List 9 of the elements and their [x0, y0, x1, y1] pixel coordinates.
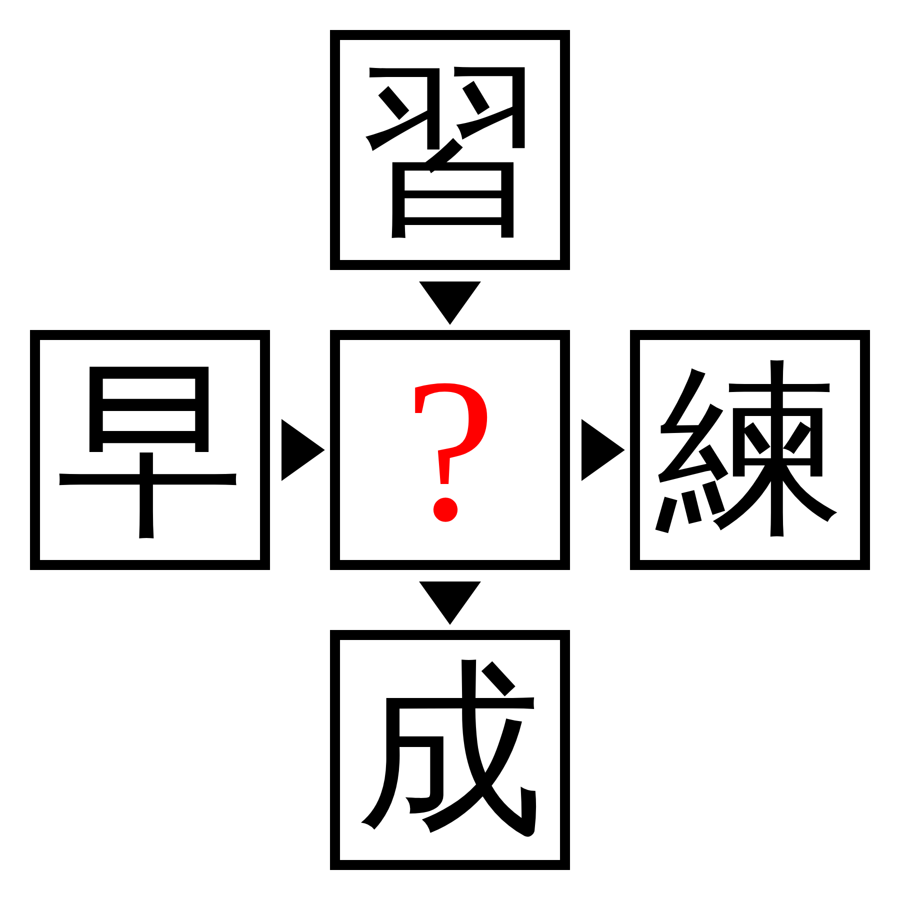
arrow	[282, 419, 325, 481]
character-box: 早	[30, 330, 270, 570]
arrow	[419, 582, 481, 625]
character-box: 練	[630, 330, 870, 570]
arrow	[582, 419, 625, 481]
question-box: ?	[330, 330, 570, 570]
character-box: 成	[330, 630, 570, 870]
arrow	[419, 282, 481, 325]
character-box: 習	[330, 30, 570, 270]
